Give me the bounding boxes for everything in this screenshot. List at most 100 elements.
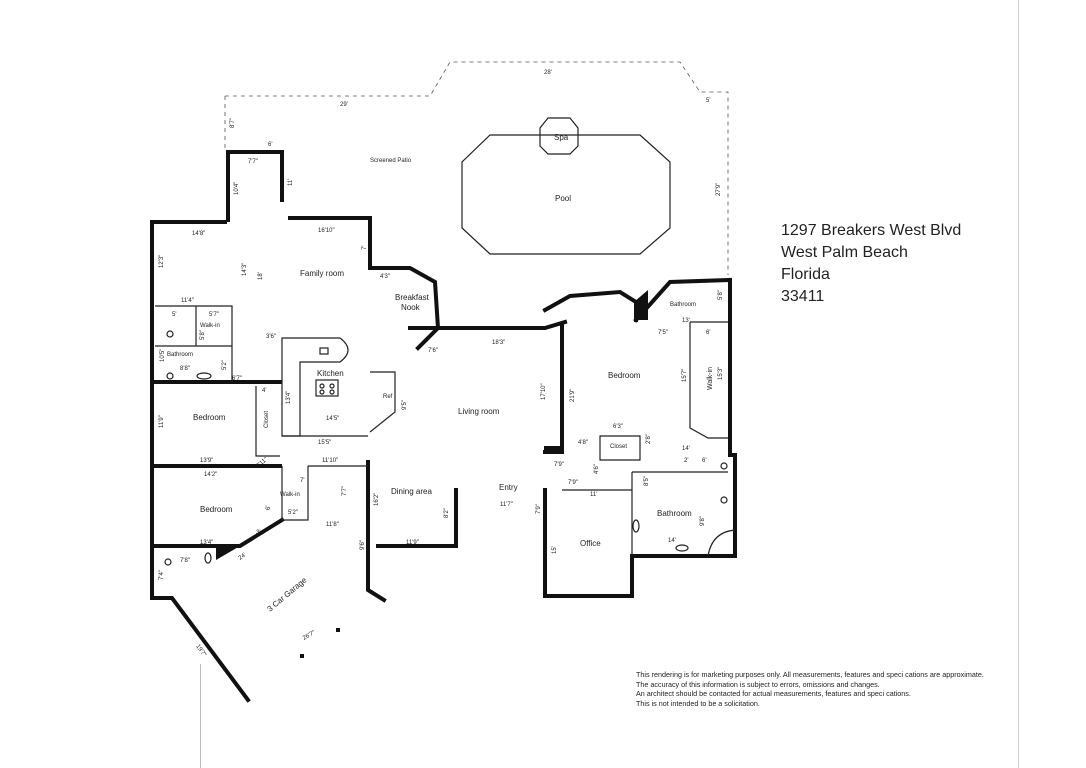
dim-top-29: 29' <box>340 102 348 108</box>
label-bedroom-left-1: Bedroom <box>193 413 226 422</box>
dim-75: 7'5" <box>658 330 668 336</box>
dim-6b: 6' <box>266 506 272 510</box>
dim-88: 8'8" <box>180 366 190 372</box>
dim-104: 10'4" <box>234 182 240 195</box>
label-pool: Pool <box>555 194 571 203</box>
dim-79: 7'9" <box>536 504 542 514</box>
dim-11: 11' <box>288 179 294 186</box>
dim-7: 7' <box>362 246 368 250</box>
interior-details <box>155 305 728 556</box>
dim-1162: 16'2" <box>374 493 380 506</box>
address-state: Florida <box>781 266 830 283</box>
label-master-bathroom-top: Bathroom <box>670 302 696 308</box>
label-spa: Spa <box>554 133 569 142</box>
label-master-bathroom: Bathroom <box>657 509 692 518</box>
dim-14: 14' <box>682 446 690 452</box>
disclaimer-line-4: This is not intended to be a solicitatio… <box>636 698 760 708</box>
dim-2: 2' <box>684 458 688 464</box>
dim-148: 14'8" <box>192 231 205 237</box>
dim-6: 6' <box>268 142 272 148</box>
address-street: 1297 Breakers West Blvd <box>781 222 962 239</box>
dim-52: 5'2" <box>222 360 228 370</box>
dim-7b: 7' <box>300 478 304 484</box>
dim-28: 2'8" <box>646 434 652 444</box>
dim-157: 15'7" <box>682 369 688 382</box>
dim-145: 14'5" <box>326 416 339 422</box>
dim-74: 7'4" <box>159 570 165 580</box>
scan-edge-right <box>1018 0 1019 768</box>
label-walk-in-left: Walk-in <box>200 323 220 329</box>
dim-36: 3'6" <box>266 334 276 340</box>
address-zip: 33411 <box>781 288 825 305</box>
dim-134: 13'4" <box>286 391 292 404</box>
dim-1193: 11'9" <box>406 540 419 546</box>
label-kitchen: Kitchen <box>317 369 344 378</box>
dim-85: 8'5" <box>644 476 650 486</box>
dim-43: 4'3" <box>380 274 390 280</box>
label-living-room: Living room <box>458 407 500 416</box>
dimension-labels: 28' 29' 8'7" 5' 27'9" 6' 7'7" 10'4" 11' … <box>159 70 724 658</box>
dim-197: 19'7" <box>194 644 207 658</box>
patio-outline <box>224 61 729 275</box>
dim-117: 11'7" <box>500 502 513 508</box>
dim-105: 10'5" <box>160 349 166 362</box>
dim-right-5: 5' <box>706 98 710 104</box>
dim-63: 6'3" <box>613 424 623 430</box>
dim-top-28: 28' <box>544 70 552 76</box>
dim-79c: 7'9" <box>568 480 578 486</box>
label-bathroom-left: Bathroom <box>167 352 193 358</box>
dim-52b: 5'2" <box>288 510 298 516</box>
walls <box>150 150 737 703</box>
dim-95: 9'5" <box>402 400 408 410</box>
disclaimer-line-1: This rendering is for marketing purposes… <box>636 670 984 679</box>
dim-side-87: 8'7" <box>230 118 236 128</box>
dim-15: 15' <box>552 546 558 554</box>
label-master-closet: Closet <box>610 444 627 450</box>
dim-6c: 6' <box>706 330 710 336</box>
label-office: Office <box>580 539 601 548</box>
address-city: West Palm Beach <box>781 244 908 261</box>
dim-114: 11'4" <box>181 298 194 304</box>
dim-78: 7'8" <box>180 558 190 564</box>
label-nook: Nook <box>401 303 421 312</box>
dim-143: 14'3" <box>242 263 248 276</box>
label-family-room: Family room <box>300 269 344 278</box>
dim-24: 24' <box>238 552 248 561</box>
dim-3: 3' <box>256 530 260 536</box>
label-garage: 3 Car Garage <box>266 575 309 613</box>
label-closet-left: Closet <box>264 411 270 428</box>
disclaimer-line-2: The accuracy of this information is subj… <box>636 679 880 689</box>
scan-edge-bottom <box>200 664 201 768</box>
dim-4: 4' <box>262 388 266 394</box>
dim-1610: 16'10" <box>318 228 335 234</box>
label-bedroom-left-2: Bedroom <box>200 505 233 514</box>
dim-79b: 7'9" <box>554 462 564 468</box>
label-dining-area: Dining area <box>391 487 432 496</box>
dim-123: 12'3" <box>159 255 165 268</box>
dim-5: 5' <box>172 312 176 318</box>
dim-6d: 6' <box>702 458 706 464</box>
dim-14b: 14' <box>668 538 676 544</box>
dim-134b: 13'4" <box>200 540 213 546</box>
dim-96: 9'6" <box>360 540 366 550</box>
dim-67: 6'7" <box>232 376 242 382</box>
label-walk-in-bed2: Walk-in <box>280 492 300 498</box>
dim-46: 4'6" <box>594 464 600 474</box>
dim-155: 15'5" <box>318 440 331 446</box>
dim-13: 13' <box>682 318 690 324</box>
dim-98: 9'8" <box>700 516 706 526</box>
dim-118: 11'8" <box>326 522 339 528</box>
dim-48: 4'8" <box>578 440 588 446</box>
disclaimer: This rendering is for marketing purposes… <box>636 670 1056 708</box>
dim-119: 11'9" <box>159 415 165 428</box>
dim-18: 18' <box>258 272 264 280</box>
dim-142: 14'2" <box>204 472 217 478</box>
dim-right-279: 27'9" <box>716 183 722 196</box>
dim-1110: 11'10" <box>322 458 338 464</box>
dim-2697: 26'7" <box>302 630 317 642</box>
dim-77b: 7'7" <box>342 486 348 496</box>
label-screened-patio: Screened Patio <box>370 158 412 164</box>
label-entry: Entry <box>499 483 518 492</box>
dim-139: 13'9" <box>200 458 213 464</box>
